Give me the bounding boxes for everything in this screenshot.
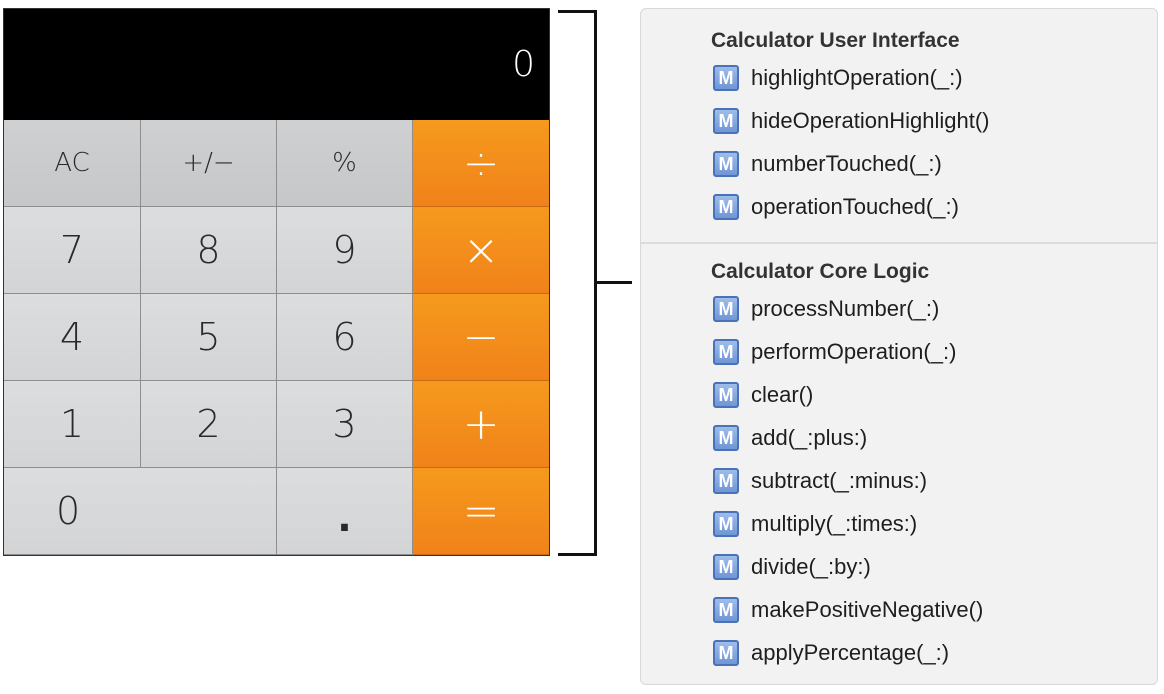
method-item[interactable]: M clear() — [713, 380, 813, 410]
divide-button[interactable]: ÷ — [413, 120, 549, 207]
method-label: divide(_:by:) — [751, 554, 871, 579]
method-label: multiply(_:times:) — [751, 511, 918, 536]
method-icon: M — [713, 640, 739, 666]
bracket-pointer — [594, 281, 632, 284]
section-title-user-interface: Calculator User Interface — [711, 29, 960, 52]
method-label: clear() — [751, 382, 814, 407]
minus-button[interactable]: − — [413, 294, 549, 381]
method-label: add(_:plus:) — [751, 425, 868, 450]
method-item[interactable]: M processNumber(_:) — [713, 294, 939, 324]
method-item[interactable]: M operationTouched(_:) — [713, 192, 959, 222]
keypad: AC +/− % ÷ 7 8 9 × 4 5 6 − 1 2 3 + 0 . = — [4, 120, 549, 555]
method-icon: M — [713, 554, 739, 580]
method-icon: M — [713, 151, 739, 177]
method-label: processNumber(_:) — [751, 296, 940, 321]
calculator: 0 AC +/− % ÷ 7 8 9 × 4 5 6 − 1 2 3 + 0 .… — [3, 8, 550, 556]
method-item[interactable]: M add(_:plus:) — [713, 423, 867, 453]
digit-8-button[interactable]: 8 — [141, 207, 277, 294]
digit-7-button[interactable]: 7 — [4, 207, 141, 294]
method-icon: M — [713, 65, 739, 91]
method-icon: M — [713, 382, 739, 408]
method-label: subtract(_:minus:) — [751, 468, 928, 493]
method-icon: M — [713, 468, 739, 494]
section-title-core-logic: Calculator Core Logic — [711, 260, 930, 283]
digit-3-button[interactable]: 3 — [277, 381, 413, 468]
method-item[interactable]: M numberTouched(_:) — [713, 149, 942, 179]
method-item[interactable]: M makePositiveNegative() — [713, 595, 983, 625]
digit-5-button[interactable]: 5 — [141, 294, 277, 381]
method-label: highlightOperation(_:) — [751, 65, 963, 90]
method-item[interactable]: M applyPercentage(_:) — [713, 638, 949, 668]
method-icon: M — [713, 194, 739, 220]
bracket-bottom — [558, 553, 597, 556]
method-item[interactable]: M divide(_:by:) — [713, 552, 871, 582]
calculator-display: 0 — [4, 9, 549, 120]
method-item[interactable]: M highlightOperation(_:) — [713, 63, 963, 93]
method-icon: M — [713, 511, 739, 537]
method-icon: M — [713, 296, 739, 322]
section-divider — [641, 242, 1157, 244]
method-item[interactable]: M hideOperationHighlight() — [713, 106, 989, 136]
multiply-button[interactable]: × — [413, 207, 549, 294]
display-value: 0 — [512, 44, 535, 85]
method-item[interactable]: M multiply(_:times:) — [713, 509, 917, 539]
method-item[interactable]: M subtract(_:minus:) — [713, 466, 927, 496]
method-icon: M — [713, 597, 739, 623]
digit-2-button[interactable]: 2 — [141, 381, 277, 468]
digit-1-button[interactable]: 1 — [4, 381, 141, 468]
digit-4-button[interactable]: 4 — [4, 294, 141, 381]
bracket-top — [558, 10, 597, 13]
method-label: numberTouched(_:) — [751, 151, 942, 176]
decimal-button[interactable]: . — [277, 468, 413, 555]
method-list-panel: Calculator User Interface M highlightOpe… — [640, 8, 1158, 685]
plus-minus-button[interactable]: +/− — [141, 120, 277, 207]
method-label: applyPercentage(_:) — [751, 640, 950, 665]
method-icon: M — [713, 339, 739, 365]
clear-button[interactable]: AC — [4, 120, 141, 207]
method-label: operationTouched(_:) — [751, 194, 959, 219]
digit-9-button[interactable]: 9 — [277, 207, 413, 294]
method-item[interactable]: M performOperation(_:) — [713, 337, 956, 367]
method-icon: M — [713, 108, 739, 134]
method-label: performOperation(_:) — [751, 339, 957, 364]
method-icon: M — [713, 425, 739, 451]
digit-6-button[interactable]: 6 — [277, 294, 413, 381]
method-label: hideOperationHighlight() — [751, 108, 990, 133]
percent-button[interactable]: % — [277, 120, 413, 207]
equals-button[interactable]: = — [413, 468, 549, 555]
method-label: makePositiveNegative() — [751, 597, 984, 622]
plus-button[interactable]: + — [413, 381, 549, 468]
digit-0-button[interactable]: 0 — [4, 468, 277, 555]
